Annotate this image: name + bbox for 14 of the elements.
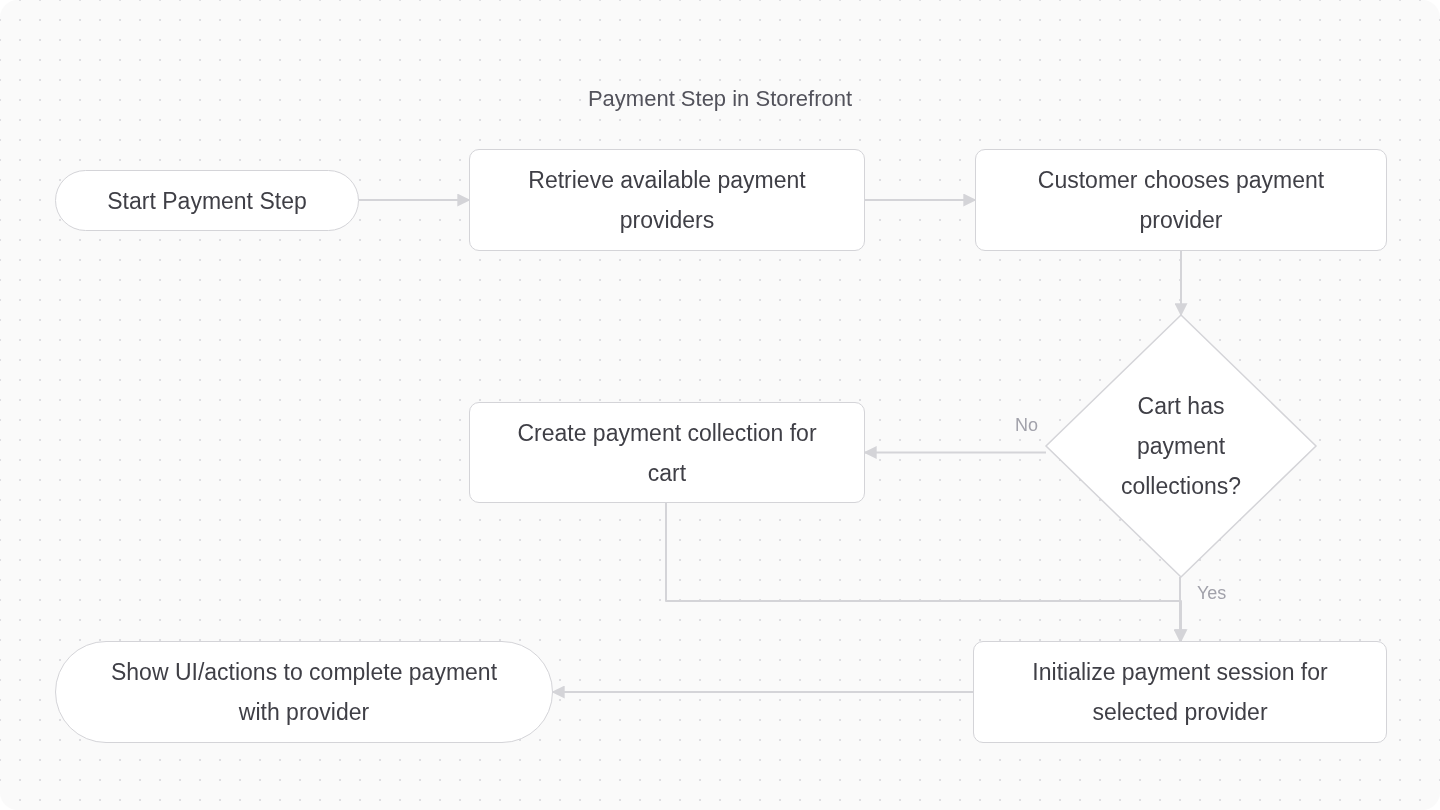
arrow bbox=[864, 193, 977, 207]
terminal-box: Show UI/actions to complete payment with provider bbox=[55, 641, 553, 743]
diagram-title: Payment Step in Storefront bbox=[586, 86, 854, 112]
process-box: Create payment collection for cart bbox=[469, 402, 865, 503]
terminal-box: Start Payment Step bbox=[55, 170, 359, 231]
arrow bbox=[665, 502, 1188, 643]
arrow bbox=[863, 446, 1047, 459]
process-box: Retrieve available payment providers bbox=[469, 149, 865, 251]
arrow bbox=[551, 685, 974, 699]
process-box: Customer chooses payment provider bbox=[975, 149, 1387, 251]
arrow bbox=[1174, 250, 1188, 317]
decision-text: Cart has payment collections? bbox=[1119, 392, 1243, 501]
process-box: Initialize payment session for selected provider bbox=[973, 641, 1387, 743]
arrow bbox=[358, 193, 471, 207]
